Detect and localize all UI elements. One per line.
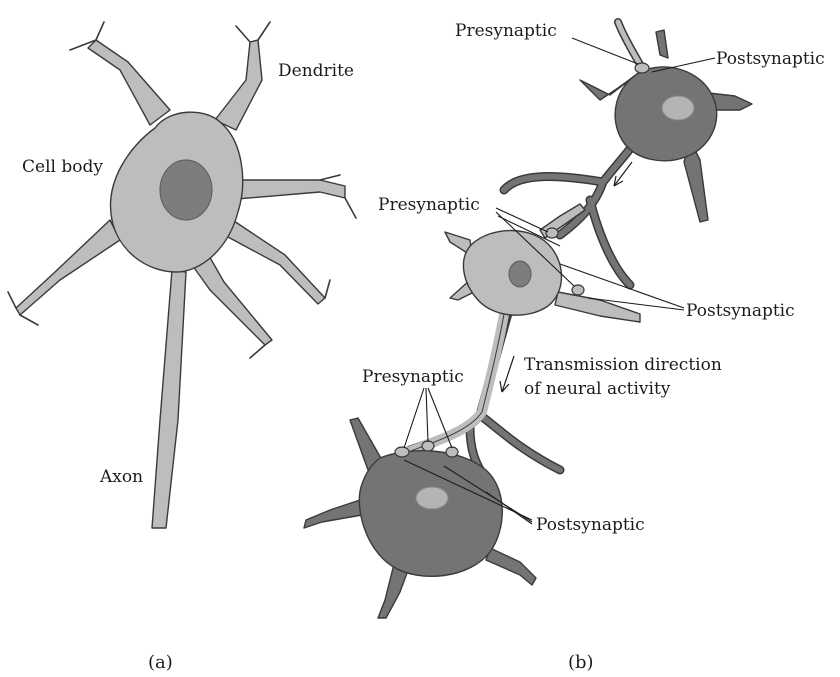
top-neuron-nucleus xyxy=(662,96,694,120)
panel-a-caption: (a) xyxy=(148,652,173,673)
bottom-postsynaptic-label: Postsynaptic xyxy=(536,515,645,535)
panel-b-caption: (b) xyxy=(568,652,594,673)
panel-a-nucleus xyxy=(160,160,212,220)
axon-label: Axon xyxy=(99,467,143,487)
transmission-label-line2: of neural activity xyxy=(524,379,671,399)
bottom-neuron-nucleus xyxy=(416,487,448,509)
middle-presynaptic-label: Presynaptic xyxy=(378,195,480,215)
cell-body-label: Cell body xyxy=(22,157,103,177)
top-postsynaptic-label: Postsynaptic xyxy=(716,49,825,69)
panel-b-network: Presynaptic Postsynaptic Presynaptic Pos… xyxy=(304,21,825,673)
top-presynaptic-label: Presynaptic xyxy=(455,21,557,41)
panel-a-cell-shape xyxy=(16,40,345,528)
transmission-label-line1: Transmission direction xyxy=(524,355,722,375)
dendrite-label: Dendrite xyxy=(278,61,354,81)
middle-postsynaptic-label: Postsynaptic xyxy=(686,301,795,321)
middle-neuron-nucleus xyxy=(509,261,531,287)
bottom-presynaptic-label: Presynaptic xyxy=(362,367,464,387)
panel-a-neuron: Dendrite Cell body Axon (a) xyxy=(8,22,356,673)
